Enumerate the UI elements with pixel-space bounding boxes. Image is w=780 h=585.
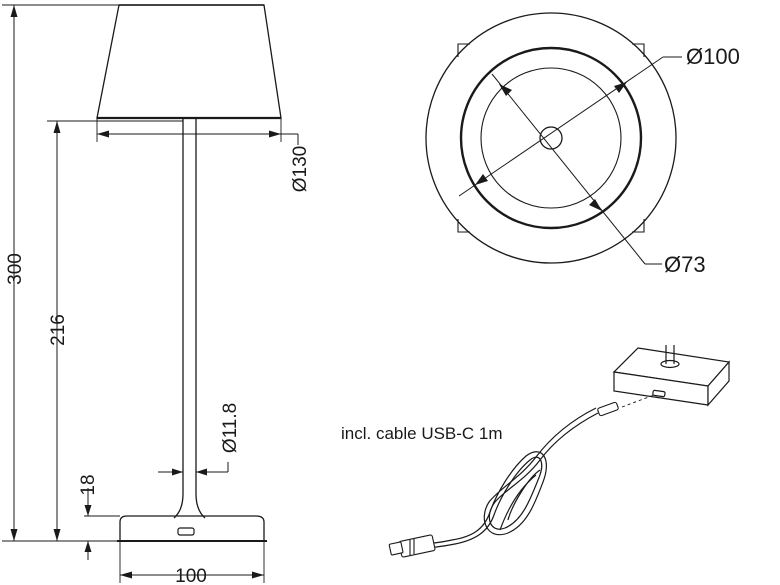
- square-base-outline: [457, 43, 645, 233]
- inner-ring: [480, 67, 622, 209]
- dim-stem-diameter-label: Ø11.8: [220, 403, 241, 453]
- dimension-line-130: [97, 130, 299, 145]
- dim-shade-height-label: 216: [48, 314, 69, 346]
- dim-base-width-label: 100: [175, 566, 207, 585]
- leader-73: [491, 73, 662, 265]
- top-view: Ø100 Ø73: [425, 12, 740, 277]
- side-view: 300 216 18 Ø130: [2, 4, 311, 585]
- dim-inner-ring-diameter-label: Ø73: [664, 252, 706, 277]
- dimension-line-100: [120, 571, 264, 579]
- dimension-line-300: [10, 5, 18, 541]
- base-cable-detail: incl. cable USB-C 1m: [341, 345, 731, 558]
- dim-base-height-label: 18: [78, 474, 99, 495]
- lamp-stem: [173, 118, 206, 519]
- center-hole: [539, 126, 563, 150]
- dim-outer-ring-diameter-label: Ø100: [686, 44, 740, 69]
- coiled-cable: [417, 407, 599, 549]
- lamp-shade: [96, 4, 282, 120]
- dimension-line-11-8: [158, 462, 229, 476]
- dim-shade-diameter-label: Ø130: [290, 146, 311, 192]
- usb-c-plug: [597, 401, 619, 417]
- lamp-base: [117, 515, 267, 542]
- outer-ring: [425, 12, 677, 264]
- leader-100: [458, 56, 682, 197]
- detail-base-box: [612, 345, 731, 407]
- usb-a-plug: [388, 534, 436, 558]
- dim-overall-height-label: 300: [5, 253, 26, 285]
- usb-port: [177, 527, 195, 536]
- dimension-line-18: [84, 488, 92, 560]
- middle-ring: [459, 46, 643, 230]
- cable-caption: incl. cable USB-C 1m: [341, 424, 503, 443]
- extension-lines: [2, 4, 282, 583]
- dimension-line-216: [53, 121, 61, 541]
